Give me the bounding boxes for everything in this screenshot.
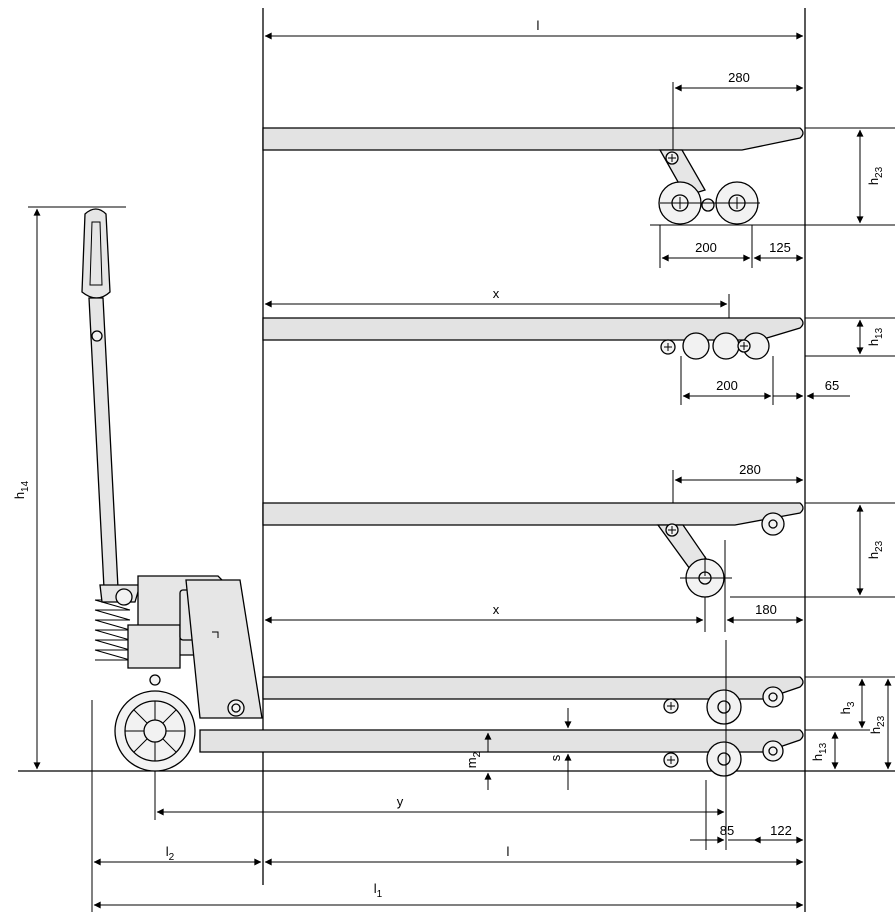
label-280-a: 280 bbox=[728, 70, 750, 85]
label-122: 122 bbox=[770, 823, 792, 838]
label-l-top: l bbox=[537, 18, 540, 33]
label-x-b: x bbox=[493, 602, 500, 617]
label-85: 85 bbox=[720, 823, 734, 838]
pallet-truck-body: h14 bbox=[12, 206, 804, 772]
label-h3: h3 bbox=[838, 701, 857, 714]
ground-clearance-dims: m2 s bbox=[464, 708, 572, 790]
label-200-b: 200 bbox=[716, 378, 738, 393]
bottom-dimensions: y 85 122 l2 l l1 bbox=[91, 700, 804, 912]
label-h23-c: h23 bbox=[868, 715, 887, 734]
label-y: y bbox=[397, 794, 404, 809]
label-m2: m2 bbox=[464, 751, 483, 768]
dimension-l-top: l bbox=[264, 18, 804, 40]
label-65: 65 bbox=[825, 378, 839, 393]
label-h13-b: h13 bbox=[810, 742, 829, 761]
label-l2: l2 bbox=[166, 844, 175, 863]
label-l-bottom: l bbox=[507, 844, 510, 859]
label-125: 125 bbox=[769, 240, 791, 255]
label-h23-b: h23 bbox=[866, 540, 885, 559]
fork-config-single: 280 h23 x 180 bbox=[262, 462, 895, 632]
label-280-b: 280 bbox=[739, 462, 761, 477]
label-h23-a: h23 bbox=[866, 166, 885, 185]
label-x-a: x bbox=[493, 286, 500, 301]
label-200-a: 200 bbox=[695, 240, 717, 255]
fork-config-lowered: x h13 200 65 bbox=[262, 286, 895, 405]
fork-wheels-bottom: h3 h23 h13 bbox=[663, 640, 895, 850]
label-h13-a: h13 bbox=[866, 327, 885, 346]
label-180: 180 bbox=[755, 602, 777, 617]
label-s: s bbox=[548, 754, 563, 761]
label-l1: l1 bbox=[374, 881, 383, 900]
label-h14: h14 bbox=[12, 480, 31, 499]
fork-config-tandem: 280 h23 200 125 bbox=[262, 70, 895, 268]
